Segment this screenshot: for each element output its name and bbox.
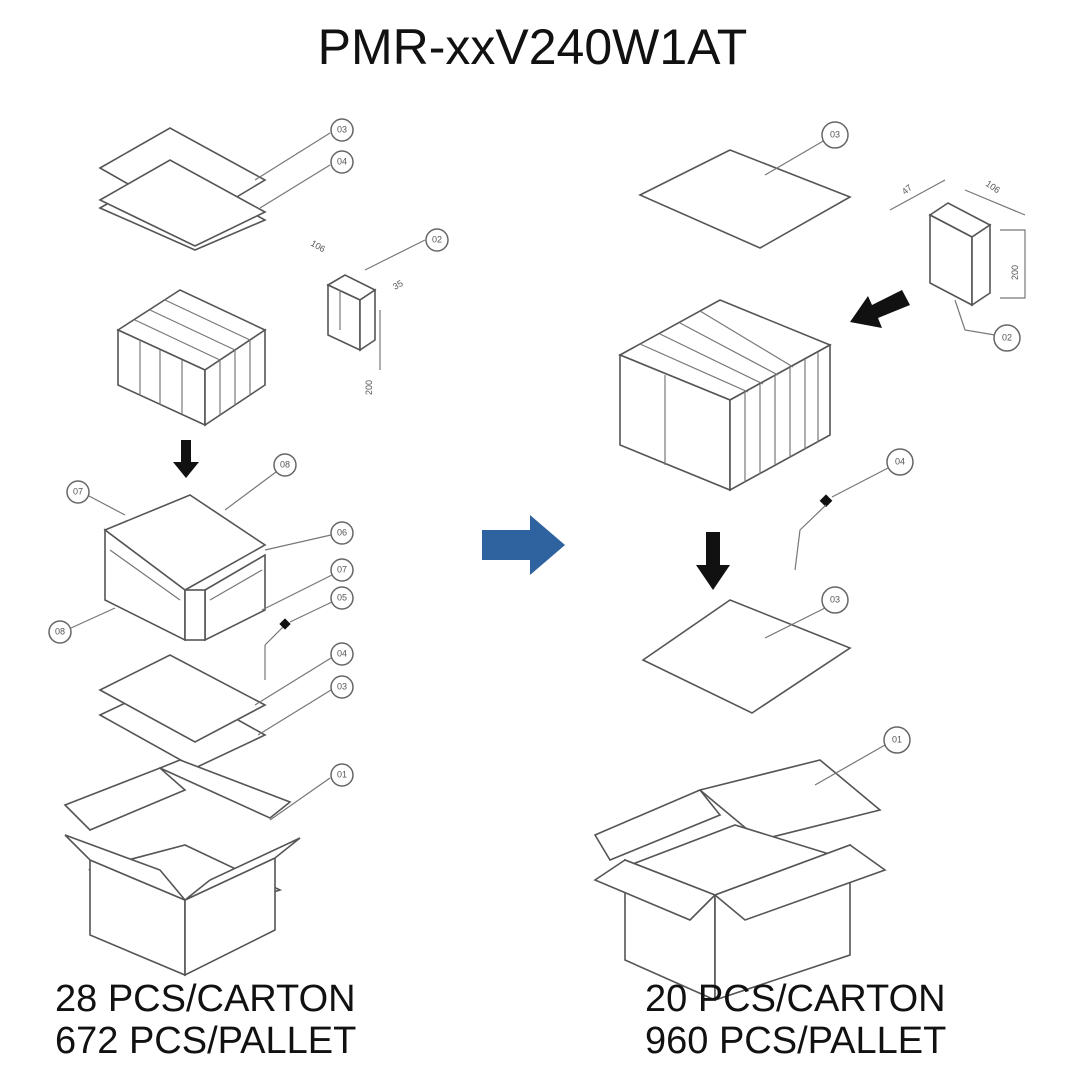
diagonal-arrow-icon	[850, 290, 910, 328]
left-callouts: 03 04 02 07 08 06 07 05 08 04 03 01	[48, 118, 449, 787]
callout-02: 02	[993, 324, 1021, 352]
svg-text:03: 03	[337, 681, 347, 691]
right-caption: 20 PCS/CARTON 960 PCS/PALLET	[645, 978, 946, 1062]
right-arrow-icon	[482, 515, 565, 575]
callout-03b: 03	[257, 675, 354, 736]
svg-text:05: 05	[337, 592, 347, 602]
svg-text:03: 03	[830, 129, 840, 139]
callout-05: 05	[289, 586, 354, 623]
svg-text:04: 04	[337, 156, 347, 166]
left-pcs-per-carton: 28 PCS/CARTON	[55, 978, 356, 1020]
svg-text:03: 03	[830, 594, 840, 604]
svg-text:08: 08	[55, 626, 65, 636]
callout-04b: 04	[254, 642, 354, 706]
callout-07b: 07	[261, 558, 354, 611]
left-tray-assembly	[103, 494, 267, 642]
right-divider-04	[794, 494, 833, 571]
right-carton	[593, 744, 887, 1002]
svg-text:02: 02	[1002, 332, 1012, 342]
callout-07: 07	[66, 480, 126, 516]
right-unit-stack	[618, 299, 832, 492]
callout-03b: 03	[821, 586, 849, 614]
callout-01: 01	[330, 763, 354, 787]
right-top-sheet	[638, 139, 852, 249]
svg-text:01: 01	[892, 734, 902, 744]
svg-text:07: 07	[73, 486, 83, 496]
svg-text:07: 07	[337, 564, 347, 574]
callout-08: 08	[224, 453, 297, 511]
dim-label: 106	[309, 238, 327, 254]
callout-06: 06	[264, 521, 354, 551]
callout-03: 03	[821, 121, 849, 149]
svg-text:04: 04	[895, 456, 905, 466]
down-arrow-icon	[173, 440, 199, 478]
left-pcs-per-pallet: 672 PCS/PALLET	[55, 1020, 357, 1062]
dim-label: 200	[364, 380, 374, 395]
svg-text:02: 02	[432, 234, 442, 244]
right-pcs-per-pallet: 960 PCS/PALLET	[645, 1020, 947, 1062]
callout-01: 01	[883, 726, 911, 754]
right-pcs-per-carton: 20 PCS/CARTON	[645, 978, 946, 1020]
left-caption: 28 PCS/CARTON 672 PCS/PALLET	[55, 978, 356, 1062]
svg-text:08: 08	[280, 459, 290, 469]
left-top-sheets	[98, 127, 331, 251]
svg-text:01: 01	[337, 769, 347, 779]
dim-label: 106	[984, 178, 1002, 195]
callout-04: 04	[330, 150, 354, 174]
left-unit-02: 106 35 200	[309, 238, 426, 395]
right-unit-02: 47 106 200	[889, 178, 1026, 336]
left-bottom-sheets	[98, 618, 291, 769]
callout-04: 04	[831, 448, 914, 498]
right-bottom-sheet	[641, 599, 852, 714]
svg-text:03: 03	[337, 124, 347, 134]
callout-02: 02	[425, 228, 449, 252]
dim-label: 200	[1010, 265, 1020, 280]
callout-03: 03	[330, 118, 354, 142]
callout-08b: 08	[48, 607, 116, 644]
dim-label: 47	[900, 182, 914, 196]
left-unit-block	[116, 289, 267, 427]
dim-label: 35	[391, 278, 405, 292]
down-arrow-icon	[696, 532, 730, 590]
right-callouts: 03 02 04 03 01	[821, 121, 1021, 754]
svg-text:06: 06	[337, 527, 347, 537]
diagram-title: PMR-xxV240W1AT	[317, 19, 748, 75]
left-carton	[63, 759, 331, 977]
svg-text:04: 04	[337, 648, 347, 658]
